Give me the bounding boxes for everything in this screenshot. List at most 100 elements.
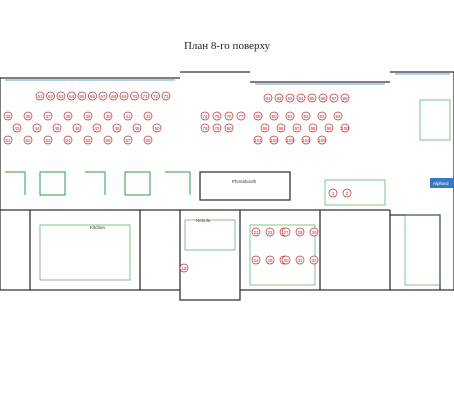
- seat-73: 73: [161, 91, 171, 101]
- seat-1: 1: [328, 188, 338, 198]
- seat-label: 82: [276, 96, 282, 101]
- seat-label: 25: [267, 258, 273, 263]
- seat-70: 70: [130, 91, 139, 101]
- seat-label: 100: [341, 126, 349, 131]
- seat-label: 102: [270, 138, 278, 143]
- seat-label: 95: [262, 126, 268, 131]
- seat-42: 42: [143, 111, 153, 121]
- seat-label: 44: [34, 126, 40, 131]
- seat-93: 93: [317, 111, 327, 121]
- seat-74: 74: [200, 111, 210, 121]
- seat-label: 81: [265, 96, 271, 101]
- seat-82: 82: [274, 93, 284, 103]
- seat-label: 27: [283, 230, 289, 235]
- seat-81: 81: [263, 93, 273, 103]
- seat-98: 98: [308, 123, 318, 133]
- seat-95: 95: [260, 123, 270, 133]
- seat-51: 51: [3, 135, 13, 145]
- room-label-phone-booth: Phonebooth: [232, 179, 257, 184]
- alphard-badge: [430, 178, 454, 188]
- seat-43: 43: [12, 123, 22, 133]
- seat-71: 71: [140, 91, 150, 101]
- seat-label: 99: [326, 126, 332, 131]
- seat-69: 69: [119, 91, 129, 101]
- seat-65: 65: [77, 91, 87, 101]
- seat-label: 67: [100, 94, 106, 99]
- seat-label: 97: [294, 126, 300, 131]
- seat-25: 25: [265, 255, 275, 265]
- seat-64: 64: [67, 91, 76, 101]
- seat-label: 71: [142, 94, 148, 99]
- seat-label: 83: [287, 96, 293, 101]
- seat-55: 55: [83, 135, 93, 145]
- room-label-alphard: Alphard: [433, 181, 449, 186]
- seat-label: 45: [54, 126, 60, 131]
- seat-label: 86: [320, 96, 326, 101]
- seat-46: 46: [72, 123, 82, 133]
- seat-label: 66: [90, 94, 96, 99]
- seat-label: 57: [125, 138, 131, 143]
- seat-label: 39: [85, 114, 91, 119]
- seat-24: 24: [251, 255, 261, 265]
- seat-2: 2: [342, 188, 352, 198]
- seat-41: 41: [123, 111, 133, 121]
- seat-label: 103: [286, 138, 294, 143]
- seat-88: 88: [340, 93, 350, 103]
- seat-29: 29: [309, 227, 319, 237]
- seat-75: 75: [212, 111, 222, 121]
- seat-label: 75: [214, 114, 220, 119]
- seat-label: 37: [45, 114, 51, 119]
- seat-48: 48: [112, 123, 122, 133]
- seat-label: 77: [238, 114, 244, 119]
- seat-label: 64: [69, 94, 75, 99]
- seat-label: 2: [346, 191, 349, 196]
- seat-label: 94: [335, 114, 341, 119]
- seat-80: 80: [224, 123, 234, 133]
- seat-label: 38: [65, 114, 71, 119]
- page-title: План 8-го поверху: [183, 40, 271, 52]
- room-label-nebula: Nebula: [196, 218, 211, 223]
- seat-32: 32: [309, 255, 319, 265]
- seat-label: 101: [254, 138, 262, 143]
- seat-label: 46: [74, 126, 80, 131]
- seat-66: 66: [88, 91, 97, 101]
- seat-label: 52: [25, 138, 31, 143]
- seat-87: 87: [329, 93, 339, 103]
- seat-label: 49: [134, 126, 140, 131]
- seat-90: 90: [269, 111, 279, 121]
- seat-label: 98: [310, 126, 316, 131]
- seat-label: 63: [58, 94, 64, 99]
- seat-76: 76: [224, 111, 234, 121]
- seat-label: 48: [114, 126, 120, 131]
- seat-label: 30: [283, 258, 289, 263]
- seat-label: 73: [163, 94, 169, 99]
- seat-label: 18: [181, 266, 187, 271]
- seat-100: 100: [340, 123, 350, 133]
- seat-label: 40: [105, 114, 111, 119]
- seat-28: 28: [295, 227, 305, 237]
- seat-label: 87: [331, 96, 337, 101]
- seat-label: 61: [37, 94, 43, 99]
- seat-label: 104: [302, 138, 310, 143]
- seat-label: 79: [214, 126, 220, 131]
- seat-label: 69: [121, 94, 127, 99]
- seat-label: 89: [255, 114, 261, 119]
- seat-label: 62: [48, 94, 54, 99]
- seat-37: 37: [43, 111, 53, 121]
- seat-63: 63: [56, 91, 66, 101]
- seat-label: 96: [278, 126, 284, 131]
- seat-89: 89: [253, 111, 263, 121]
- seat-label: 24: [253, 258, 259, 263]
- seat-label: 91: [287, 114, 293, 119]
- seat-78: 78: [200, 123, 210, 133]
- seat-39: 39: [83, 111, 93, 121]
- seat-53: 53: [43, 135, 53, 145]
- seat-40: 40: [103, 111, 113, 121]
- seat-101: 101: [253, 135, 263, 145]
- seat-104: 104: [301, 135, 311, 145]
- seat-label: 22: [267, 230, 273, 235]
- seat-18: 18: [179, 263, 189, 273]
- seat-102: 102: [269, 135, 279, 145]
- seat-84: 84: [296, 93, 306, 103]
